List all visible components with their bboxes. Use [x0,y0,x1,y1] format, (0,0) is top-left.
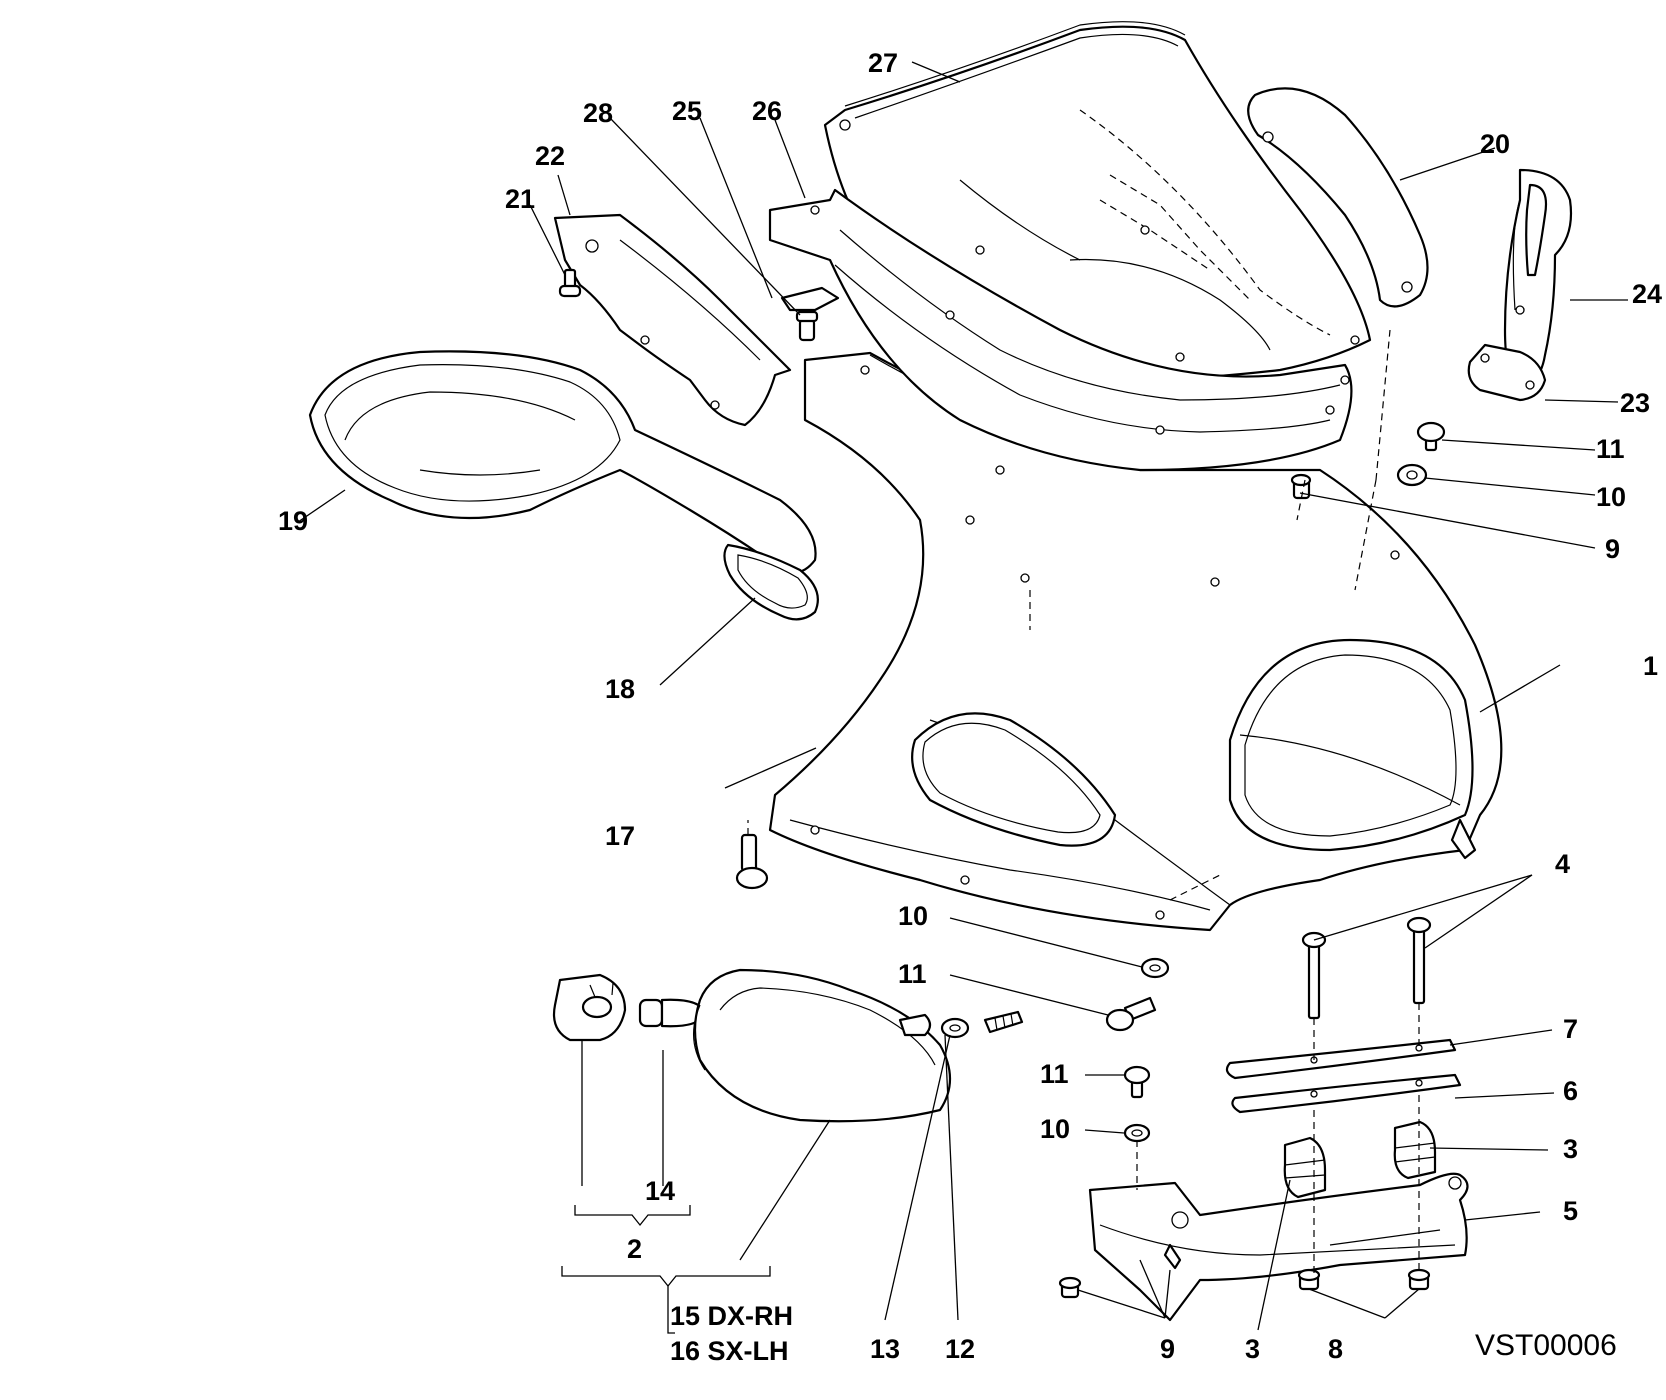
mounting-bracket-5 [1088,1172,1469,1322]
long-screws-4 [1301,916,1432,1020]
fairing-body [768,351,1503,932]
callout-18: 18 [605,674,635,704]
callout-23: 23 [1620,388,1650,418]
callout-25: 25 [672,96,702,126]
washer-13 [940,1017,970,1039]
callout-15: 15 DX-RH [670,1301,793,1331]
callout-4: 4 [1555,849,1570,879]
grommets-9-lower [1058,1243,1182,1299]
callout-9-lower: 9 [1160,1334,1175,1364]
small-bracket [780,286,840,312]
callout-19: 19 [278,506,308,536]
callout-21: 21 [505,184,535,214]
callout-17: 17 [605,821,635,851]
callout-5: 5 [1563,1196,1578,1226]
washer-10-lower [1123,1123,1151,1143]
callout-10-mid: 10 [898,901,928,931]
screw-11-upper [1416,421,1446,452]
turn-signal-lens [692,968,951,1123]
callout-28: 28 [583,98,613,128]
mirror-bracket [1503,168,1573,387]
callout-9-upper: 9 [1605,534,1620,564]
screw-17 [735,833,769,890]
callout-27: 27 [868,48,898,78]
callout-1: 1 [1643,651,1658,681]
screw-11-lower [1123,1065,1151,1099]
strip-6 [1231,1073,1462,1114]
strip-7 [1225,1038,1457,1080]
assembly-lines [747,329,1420,1275]
callout-3-right: 3 [1563,1134,1578,1164]
callout-10-upper: 10 [1596,482,1626,512]
screw-28 [795,310,819,342]
callout-14: 14 [645,1176,675,1206]
bulb-socket [552,973,627,1042]
leader-lines [297,61,1628,1331]
callout-6: 6 [1563,1076,1578,1106]
callout-16: 16 SX-LH [670,1336,789,1366]
side-trim-strip [1247,87,1429,308]
callout-3-bottom: 3 [1245,1334,1260,1364]
inner-fairing-panel [768,188,1353,472]
spring-clip-12 [983,1010,1024,1034]
callout-7: 7 [1563,1014,1578,1044]
callout-26: 26 [752,96,782,126]
rear-view-mirror [308,350,817,574]
washer-10-mid [1140,957,1170,979]
callout-11-lower: 11 [1040,1059,1069,1089]
reference-code: VST00006 [1475,1329,1617,1362]
callout-20: 20 [1480,129,1510,159]
mirror-gasket [723,543,819,621]
callout-10-lower: 10 [1040,1114,1070,1144]
callout-24: 24 [1632,279,1662,309]
callout-22: 22 [535,141,565,171]
screw-21 [558,268,582,298]
screw-11-mid [1105,996,1157,1032]
bulb [638,998,707,1028]
group-braces [561,1205,771,1334]
callout-2: 2 [627,1234,642,1264]
callout-13: 13 [870,1334,900,1364]
rubber-blocks-3 [1283,1120,1437,1199]
nuts-8 [1297,1268,1431,1291]
callout-labels: 1 2 3 3 4 5 6 7 8 9 9 10 10 10 11 11 11 … [278,48,1662,1366]
callout-11-upper: 11 [1596,434,1625,464]
callout-8: 8 [1328,1334,1343,1364]
gasket-plate [1467,343,1547,402]
callout-11-mid: 11 [898,959,927,989]
washer-10-upper [1396,463,1428,487]
callout-12: 12 [945,1334,975,1364]
inner-side-panel [553,213,792,427]
